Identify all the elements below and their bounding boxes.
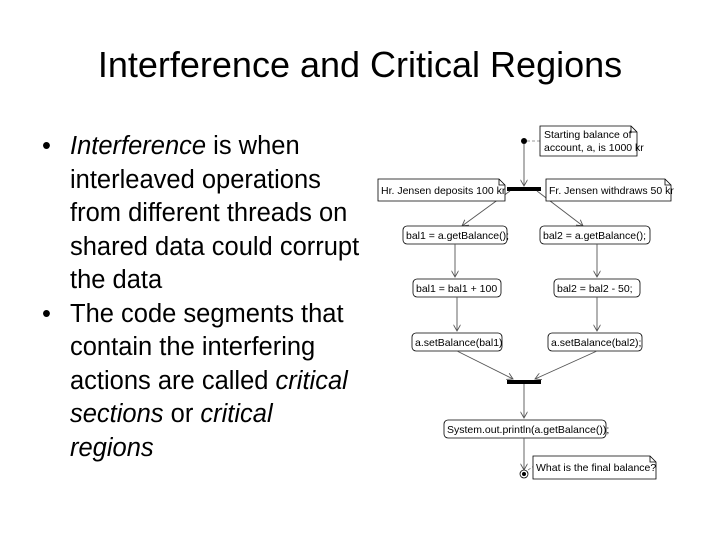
end-note-text: What is the final balance? [536, 462, 656, 474]
right-get-balance [539, 225, 651, 245]
start-note [539, 125, 638, 157]
start-node [521, 138, 527, 144]
right-subtract-text: bal2 = bal2 - 50; [557, 283, 633, 295]
bullet-italic-term: critical sections [70, 366, 348, 429]
bullet-italic-term: Interference [70, 132, 207, 160]
left-add-text: bal1 = bal1 + 100 [416, 283, 497, 295]
start-note-line: account, a, is 1000 kr [544, 142, 644, 154]
start-note-line: Starting balance of [544, 129, 632, 141]
left-thread-label: Hr. Jensen deposits 100 kr [381, 185, 506, 197]
right-get-balance-text: bal2 = a.getBalance(); [543, 230, 646, 242]
right-set-balance-text: a.setBalance(bal2); [551, 337, 641, 349]
left-set-balance-text: a.setBalance(bal1) [415, 337, 503, 349]
bullet-item: • Interference is when interleaved opera… [40, 130, 360, 298]
slide-title: Interference and Critical Regions [97, 44, 623, 85]
bullet-text: The code segments that contain the inter… [70, 299, 344, 395]
left-get-balance-text: bal1 = a.getBalance(); [406, 230, 509, 242]
right-thread-label: Fr. Jensen withdraws 50 kr [549, 185, 674, 197]
bullet-dot: • [42, 299, 51, 328]
right-set-balance [547, 332, 643, 352]
print-balance [443, 419, 607, 439]
right-thread-note [545, 178, 672, 202]
end-note [532, 455, 657, 480]
fork-bar [507, 187, 541, 191]
bullet-text: or [163, 400, 201, 428]
bullet-dot: • [42, 132, 51, 160]
print-balance-text: System.out.println(a.getBalance()); [447, 424, 609, 436]
bullet-item: • The code segments that contain the int… [40, 298, 360, 466]
left-thread-note [377, 178, 506, 202]
bullet-italic-term: critical regions [70, 400, 273, 462]
bullet-list: • Interference is when interleaved opera… [40, 130, 360, 465]
bullet-text: is when interleaved operations from diff… [70, 132, 360, 294]
join-bar [507, 380, 541, 384]
